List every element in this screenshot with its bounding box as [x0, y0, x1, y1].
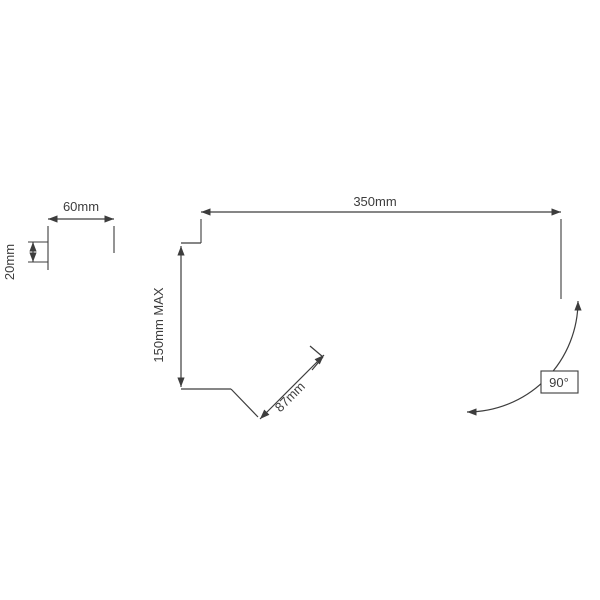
break-mark — [309, 345, 324, 358]
dimension-label-87mm: 87mm — [272, 379, 308, 415]
break-mark — [311, 356, 324, 371]
angle-label-90deg: 90° — [549, 375, 569, 390]
dimension-label-20mm: 20mm — [2, 244, 17, 280]
angle-label-box — [540, 370, 579, 394]
swing-arc-90deg: 90° — [466, 300, 582, 416]
dimension-350mm: 350mm — [200, 194, 562, 299]
dimension-line — [259, 354, 325, 420]
arc-line — [466, 300, 582, 416]
dimension-60mm: 60mm — [47, 199, 115, 270]
dimension-150mm-max: 150mm MAX — [151, 246, 185, 387]
dimension-label-350mm: 350mm — [353, 194, 396, 209]
dimension-20mm: 20mm — [2, 241, 48, 280]
dimension-label-60mm: 60mm — [63, 199, 99, 214]
dimension-87mm: 87mm — [259, 354, 325, 420]
dimension-label-150mm-max: 150mm MAX — [151, 287, 166, 362]
profile-notch-edge — [230, 388, 259, 418]
